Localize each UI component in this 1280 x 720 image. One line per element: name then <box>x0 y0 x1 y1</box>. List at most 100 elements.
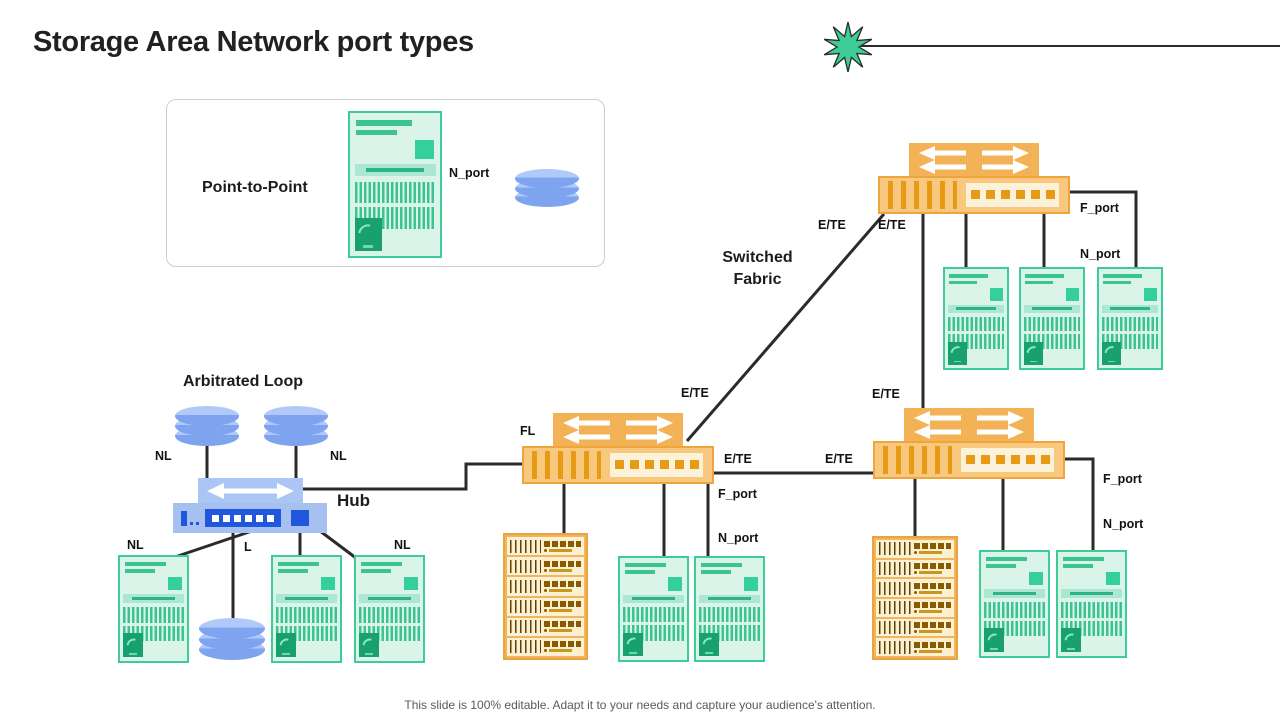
nl-label: NL <box>155 449 172 463</box>
server-logo <box>1102 341 1121 365</box>
server-icon <box>271 555 342 663</box>
nl-label: NL <box>394 538 411 552</box>
server-vents <box>984 601 1045 618</box>
wire-fport-top <box>1068 190 1138 268</box>
server-top-bar <box>624 563 667 568</box>
server-top-bar <box>1103 273 1142 278</box>
server-drive-square <box>321 576 336 591</box>
switch-led-panel <box>610 453 703 477</box>
server-drive-square <box>668 577 683 591</box>
server-vents <box>276 606 337 623</box>
server-band <box>359 594 420 603</box>
server-top-bar-2 <box>700 570 731 574</box>
switch-led-panel <box>961 448 1054 472</box>
server-vents <box>359 606 420 623</box>
switch-body <box>873 441 1065 479</box>
rack-unit <box>507 597 584 616</box>
disk-platter <box>199 618 265 639</box>
server-icon <box>618 556 689 662</box>
wire-diagonal <box>685 213 886 442</box>
arbitrated-loop-label: Arbitrated Loop <box>183 373 303 390</box>
switch-arrow-panel <box>909 143 1039 176</box>
starburst-icon <box>823 21 873 73</box>
rack-unit <box>876 579 954 598</box>
l-label: L <box>244 540 252 554</box>
server-icon <box>118 555 189 663</box>
switch-ports <box>882 446 953 474</box>
hub-body <box>173 503 327 533</box>
hub-icon <box>173 478 327 533</box>
server-top-bar <box>277 562 320 567</box>
server-icon <box>348 111 442 258</box>
ete-label: E/TE <box>818 218 846 232</box>
switch-arrows-icon <box>563 416 673 444</box>
server-logo <box>699 632 720 657</box>
server-drive-square <box>404 576 419 591</box>
switched-fabric-label: Switched Fabric <box>722 249 793 289</box>
rack-unit <box>507 577 584 596</box>
switch-icon <box>878 143 1070 214</box>
ete-label: E/TE <box>825 452 853 466</box>
switch-arrows-icon <box>914 411 1024 439</box>
server-icon <box>1019 267 1085 370</box>
n-port-label-p2p: N_port <box>449 166 490 180</box>
disk-platter <box>264 406 328 426</box>
server-band <box>1024 304 1080 313</box>
server-logo <box>1024 341 1043 365</box>
rack-server-icon <box>503 533 588 660</box>
server-logo <box>948 341 967 365</box>
server-top-bar-2 <box>1103 280 1132 285</box>
switch-arrow-panel <box>553 413 683 446</box>
n-port-label: N_port <box>718 531 759 545</box>
rack-server-icon <box>872 536 958 660</box>
server-top-bar-2 <box>356 130 397 136</box>
server-top-bar-2 <box>1025 280 1054 285</box>
footer-note: This slide is 100% editable. Adapt it to… <box>404 698 876 712</box>
n-port-label: N_port <box>1080 247 1121 261</box>
f-port-label: F_port <box>1080 201 1119 215</box>
server-logo <box>984 628 1005 653</box>
server-vents <box>1061 601 1122 618</box>
server-vents <box>1024 316 1080 332</box>
rack-unit <box>507 537 584 556</box>
server-drive-square <box>744 577 759 591</box>
hub-arrow-icon <box>206 483 294 499</box>
switch-arrows-icon <box>919 146 1029 174</box>
server-logo <box>359 633 380 658</box>
switch-led-panel <box>966 183 1059 207</box>
server-top-bar <box>360 562 403 567</box>
rack-unit <box>876 638 954 657</box>
server-top-bar-2 <box>360 569 391 574</box>
server-band <box>354 164 436 176</box>
server-vents <box>699 606 760 623</box>
server-top-bar <box>124 562 167 567</box>
server-icon <box>1056 550 1127 658</box>
server-drive-square <box>1106 571 1121 586</box>
wire-fport-right <box>1064 457 1095 551</box>
rack-unit <box>507 617 584 636</box>
server-drive-square <box>1143 287 1157 301</box>
fl-label: FL <box>520 424 536 438</box>
disk-platter <box>515 169 579 188</box>
page-title: Storage Area Network port types <box>33 26 474 58</box>
ete-label: E/TE <box>681 386 709 400</box>
server-band <box>1102 304 1158 313</box>
server-band <box>1061 589 1122 598</box>
server-vents <box>354 181 436 204</box>
rack-unit <box>876 599 954 617</box>
server-band <box>276 594 337 603</box>
server-top-bar <box>1062 557 1105 562</box>
ete-label: E/TE <box>878 218 906 232</box>
server-band <box>984 589 1045 598</box>
server-logo <box>1061 628 1082 653</box>
server-logo <box>123 633 144 658</box>
server-top-bar-2 <box>124 569 155 574</box>
disk-stack-icon <box>515 169 579 207</box>
server-top-bar <box>700 563 743 568</box>
server-drive-square <box>1065 287 1079 301</box>
disk-stack-icon <box>264 406 328 446</box>
server-vents <box>948 316 1004 332</box>
rack-unit <box>876 559 954 578</box>
hub-arrow-panel <box>197 478 303 503</box>
